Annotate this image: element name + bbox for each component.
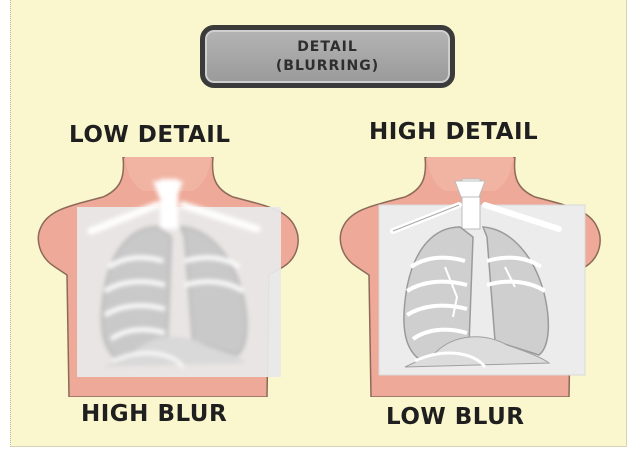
title-line-2: (BLURRING) bbox=[276, 57, 379, 76]
high-detail-heading: HIGH DETAIL bbox=[369, 119, 538, 145]
chest-xray-sharp-figure bbox=[335, 157, 605, 397]
low-blur-caption: LOW BLUR bbox=[386, 404, 525, 430]
slide: DETAIL (BLURRING) LOW DETAIL HIGH DETAIL bbox=[10, 0, 627, 447]
low-detail-heading: LOW DETAIL bbox=[69, 122, 231, 148]
title-box: DETAIL (BLURRING) bbox=[200, 25, 455, 88]
high-blur-caption: HIGH BLUR bbox=[81, 401, 227, 427]
title-line-1: DETAIL bbox=[297, 38, 358, 57]
chest-xray-blurred-figure bbox=[33, 157, 303, 397]
